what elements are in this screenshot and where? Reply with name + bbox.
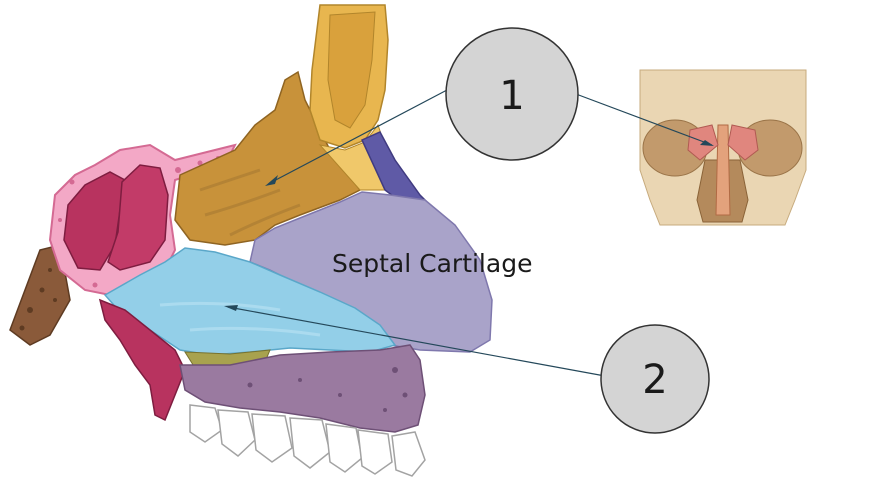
maxilla-palatine-process: [179, 344, 426, 433]
nasal-bone-inner: [327, 11, 376, 129]
tooth: [357, 429, 393, 475]
leader-arrowheads: [224, 140, 714, 311]
septal-cartilage-label: Septal Cartilage: [332, 249, 532, 278]
palatine-bone: [98, 298, 186, 422]
skull-inset-ethmoid-highlight-right: [727, 124, 759, 161]
tooth: [189, 404, 223, 443]
teeth: [189, 404, 426, 477]
leader-lines: [227, 89, 713, 377]
callout-2: 2: [600, 324, 710, 434]
callout-1-circle: [445, 27, 579, 161]
arrowhead-2: [224, 305, 238, 311]
vomer-texture: [159, 301, 321, 337]
arrowhead-1: [265, 175, 278, 186]
leader-line-1-inset: [575, 93, 713, 146]
posterior-bone-wedge: [9, 244, 71, 346]
callout-2-circle: [600, 324, 710, 434]
sphenoid-sinus-left: [63, 171, 126, 271]
leader-line-2: [227, 306, 606, 377]
tooth: [289, 417, 331, 469]
posterior-bone-texture: [19, 268, 57, 331]
maxilla-texture: [247, 367, 408, 412]
vomer: [103, 247, 397, 356]
tooth: [251, 413, 293, 463]
arrowhead-1-inset: [700, 140, 714, 146]
sphenoid-sinus-right: [107, 164, 169, 271]
tooth: [325, 423, 363, 473]
ethmoid-texture: [199, 168, 301, 237]
callout-2-number: 2: [642, 357, 667, 403]
tooth: [217, 409, 256, 457]
tooth: [391, 431, 426, 477]
callout-1-number: 1: [499, 73, 524, 119]
skull-inset-septum: [715, 124, 731, 216]
callout-1: 1: [445, 27, 579, 161]
leader-line-1: [269, 89, 448, 184]
skull-inset: [638, 68, 808, 226]
